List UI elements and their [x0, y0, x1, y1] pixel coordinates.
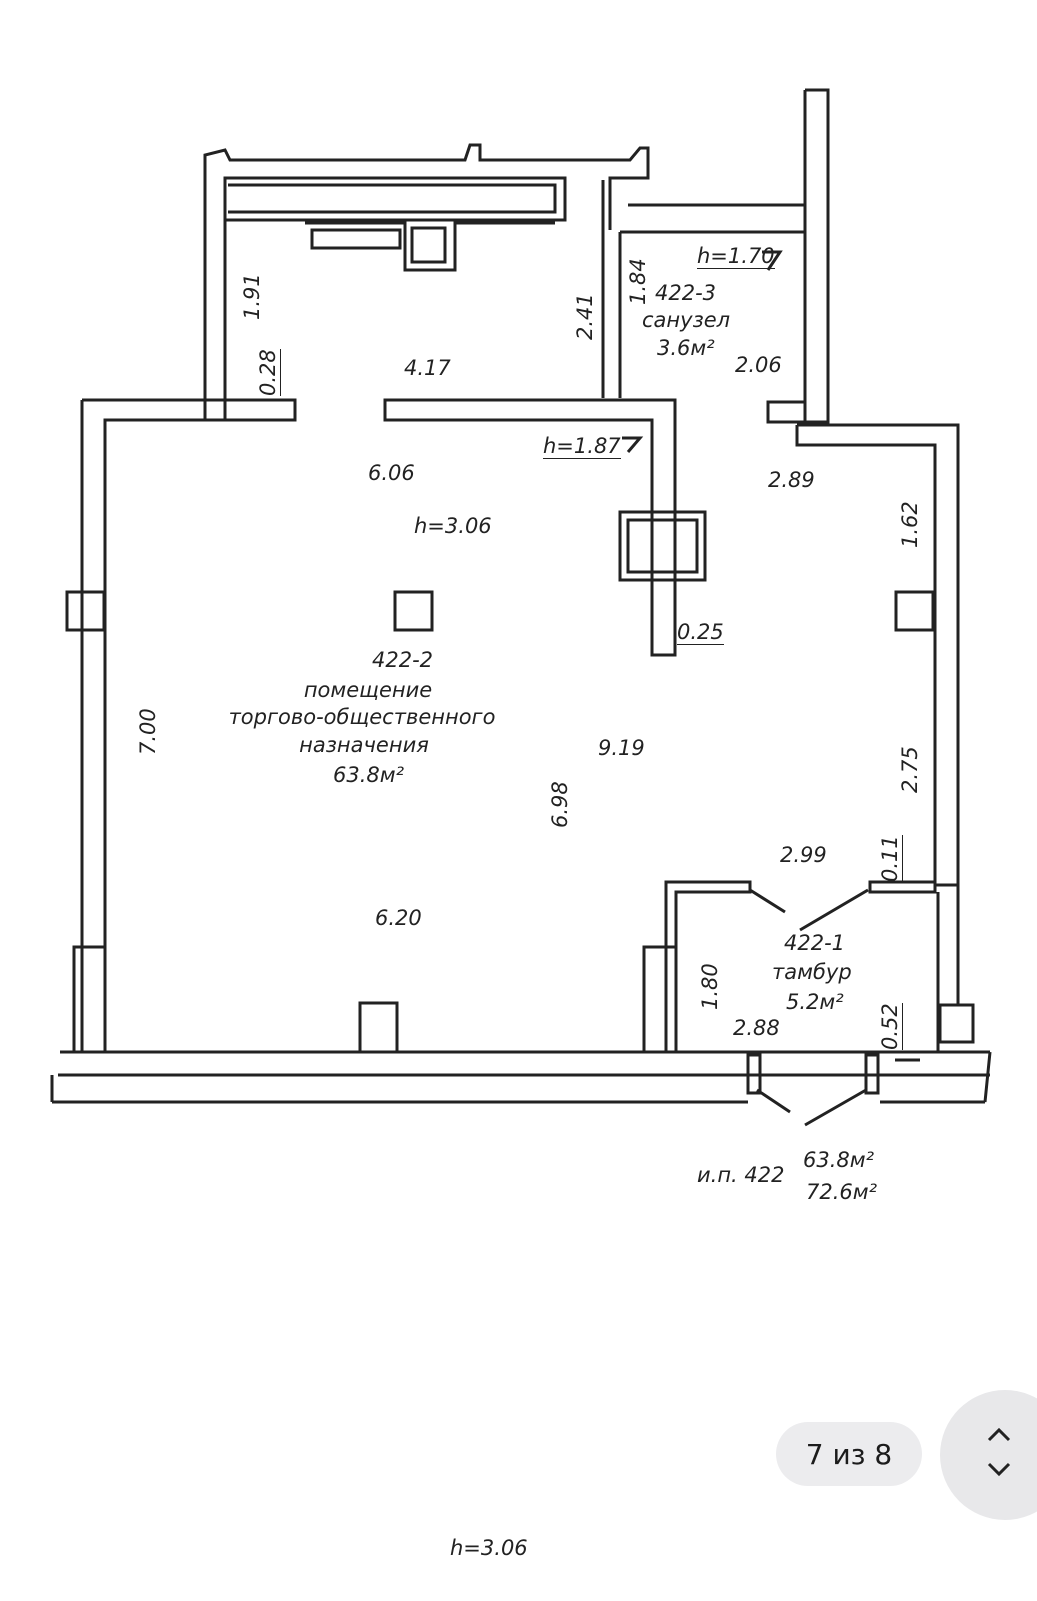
dim-1-84: 1.84: [626, 258, 650, 305]
dim-2-75: 2.75: [898, 746, 922, 793]
dim-1-91: 1.91: [240, 273, 264, 320]
dim-2-41: 2.41: [573, 293, 597, 340]
right-tall-wall: [803, 88, 830, 424]
dim-0-52: 0.52: [878, 1003, 903, 1050]
height-sanuzel: h=1.70: [697, 244, 775, 269]
dim-2-88: 2.88: [733, 1016, 780, 1040]
room-name-line-3: назначения: [299, 733, 429, 757]
dim-4-17: 4.17: [404, 356, 451, 380]
room-area-422-1: 5.2м²: [786, 990, 844, 1014]
dim-1-62: 1.62: [898, 501, 922, 548]
dim-0-25: 0.25: [677, 620, 724, 645]
dim-6-98: 6.98: [548, 781, 572, 828]
dim-1-80: 1.80: [698, 963, 722, 1010]
room-area-422-2: 63.8м²: [333, 763, 405, 787]
dim-0-11: 0.11: [878, 835, 903, 882]
facade: [50, 1050, 992, 1104]
room-name-line-2: торгово-общественного: [228, 705, 496, 729]
page-counter: 7 из 8: [776, 1422, 922, 1486]
dim-9-19: 9.19: [598, 736, 645, 760]
room-area-422-3: 3.6м²: [657, 336, 715, 360]
sanuzel-top: [620, 203, 805, 234]
dim-6-20: 6.20: [375, 906, 422, 930]
summary-area-total: 72.6м²: [806, 1180, 878, 1204]
room-name-422-3: санузел: [642, 308, 731, 332]
height-passage: h=1.87: [543, 434, 621, 459]
dim-2-06: 2.06: [735, 353, 782, 377]
dim-2-89: 2.89: [768, 468, 815, 492]
chevron-up-icon[interactable]: [986, 1422, 1012, 1448]
counter-block: [305, 221, 555, 272]
counter-box: [410, 226, 447, 264]
dim-0-28: 0.28: [256, 349, 281, 396]
vestibule-walls: [664, 880, 752, 1052]
rear-wall-outer: [203, 143, 650, 420]
chevron-down-icon[interactable]: [986, 1456, 1012, 1482]
partition: [601, 180, 622, 398]
dim-7-00: 7.00: [136, 708, 160, 755]
room-name-line-1: помещение: [303, 678, 433, 702]
room-name-422-1: тамбур: [772, 960, 852, 984]
dim-6-06: 6.06: [368, 461, 415, 485]
counter-inner: [310, 228, 402, 250]
page-navigation: [940, 1390, 1037, 1520]
rear-wall-inner: [223, 176, 567, 420]
height-main: h=3.06: [414, 514, 492, 538]
summary-prefix: и.п. 422: [697, 1163, 785, 1187]
footer-height: h=3.06: [450, 1536, 528, 1560]
rear-shelf: [228, 183, 557, 214]
room-number-422-1: 422-1: [784, 931, 846, 955]
room-number-422-2: 422-2: [372, 648, 434, 672]
room-number-422-3: 422-3: [655, 281, 717, 305]
dim-2-99: 2.99: [780, 843, 827, 867]
summary-area-living: 63.8м²: [803, 1148, 875, 1172]
